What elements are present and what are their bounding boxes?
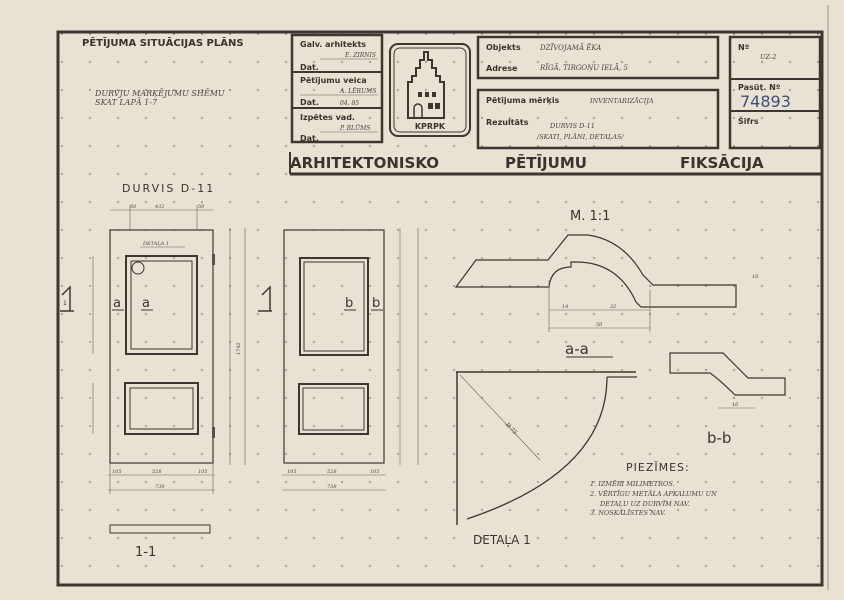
signoff-block: Galv. arhitekts E. ZIRNIS Dat. Pētījumu …	[290, 33, 384, 144]
dimension: 105	[112, 469, 122, 475]
section-1-1-label: 1-1	[135, 545, 156, 560]
dimension: 18	[752, 274, 758, 280]
address-label: Adrese	[486, 64, 518, 73]
dimension: 14	[562, 304, 568, 310]
date-label: Dat.	[300, 98, 319, 107]
chief-architect-label: Galv. arhitekts	[300, 40, 366, 49]
order-value: 74893	[740, 92, 791, 111]
dimension: 50	[198, 204, 205, 210]
dimension: 50	[130, 204, 137, 210]
note-line: 2. VĒRTĪGU METĀLA APKALUMU UN	[589, 489, 717, 498]
results-label: Rezultāts	[486, 118, 529, 127]
dimension: 738	[327, 484, 337, 490]
dimension: 1742	[236, 342, 242, 355]
detail-1-label: DETAĻA 1	[473, 533, 531, 547]
section-mark-a-left: a	[113, 296, 121, 311]
cipher-label: Šifrs	[738, 115, 759, 126]
detail-callout: DETAĻA 1	[142, 241, 169, 247]
dimension: 32	[610, 304, 616, 310]
section-mark-a-right: a	[142, 296, 150, 311]
date-value: 04. 85	[340, 100, 359, 107]
researcher-value: A. LĒRUMS	[339, 88, 376, 95]
door-elevation-2: 105 528 105 738 b b	[258, 228, 419, 491]
object-value: DZĪVOJAMĀ ĒKA	[539, 43, 601, 52]
logo-text: KPRPK	[415, 122, 446, 131]
number-label: Nº	[738, 43, 750, 52]
section-bb-profile	[669, 352, 786, 396]
researcher-label: Pētījumu veica	[300, 76, 367, 85]
situation-plan-title: PĒTĪJUMA SITUĀCIJAS PLĀNS	[82, 36, 244, 49]
object-label: Objekts	[486, 43, 521, 52]
date-label: Dat.	[300, 134, 319, 143]
notes-block: PIEZĪMES: 1. IZMĒRI MILIMETROS. 2. VĒRTĪ…	[589, 461, 717, 517]
dot-grid	[58, 32, 822, 585]
situation-note-2: SKAT LAPĀ 1-7	[95, 98, 158, 107]
notes-title: PIEZĪMES:	[626, 461, 690, 474]
dimension: 105	[287, 469, 297, 475]
section-mark-b-left: b	[345, 296, 353, 311]
section-1-1-drawing	[109, 524, 211, 534]
chief-architect-value: E. ZIRNIS	[344, 52, 376, 59]
purpose-value: INVENTARIZĀCIJA	[589, 96, 654, 105]
date-label: Dat.	[300, 63, 319, 72]
situation-note-1: DURVJU MARĶĒJUMU SHĒMU	[94, 89, 225, 98]
section-cut-1-marker	[258, 285, 272, 312]
results-value-2: /SKATI, PLĀNI, DETAĻAS/	[536, 132, 624, 141]
registry-block: Nº UZ-2 Pasūt. Nº 74893 Šifrs	[728, 35, 822, 150]
section-aa-profile	[454, 234, 737, 308]
purpose-label: Pētījuma mērķis	[486, 96, 560, 105]
dimension: 50	[596, 322, 603, 328]
supervisor-label: Izpētes vad.	[300, 113, 355, 122]
kprpk-logo: KPRPK	[389, 43, 471, 137]
sheet-frame	[56, 30, 824, 587]
note-line: DETAĻU UZ DURVĪM NAV.	[599, 499, 690, 508]
number-value: UZ-2	[760, 53, 776, 61]
section-aa-label: a-a	[565, 340, 589, 358]
door-title: DURVIS D-11	[122, 182, 215, 195]
section-mark-b-right: b	[372, 296, 380, 311]
address-value: RĪGĀ, TIRGOŅU IELĀ, 5	[539, 63, 628, 72]
band-title-3: FIKSĀCIJA	[680, 152, 764, 172]
dimension: 528	[327, 469, 337, 475]
dimension: 16	[732, 402, 739, 408]
band-title-1: ARHITEKTONISKO	[290, 154, 439, 172]
results-value-1: DURVIS D-11	[549, 122, 595, 130]
dimension: 105	[198, 469, 208, 475]
door-elevation-1: DURVIS D-11 DETAĻA 1 50 432 50 105 528 1…	[60, 182, 246, 494]
note-line: 1. IZMĒRI MILIMETROS.	[590, 479, 675, 488]
purpose-box	[476, 88, 720, 150]
section-bb-label: b-b	[707, 429, 731, 447]
section-mark-1: 1	[63, 300, 67, 307]
object-box	[476, 35, 720, 80]
supervisor-value: P. BLŪMS	[339, 125, 370, 132]
scale-label: M. 1:1	[570, 209, 610, 224]
order-label: Pasūt. Nº	[738, 83, 781, 92]
dimension: 432	[154, 204, 165, 210]
dimension: 738	[155, 484, 165, 490]
dimension: 105	[370, 469, 380, 475]
section-cut-1-marker	[60, 285, 74, 312]
band-title-2: PĒTĪJUMU	[505, 152, 587, 172]
note-line: 3. NOSKALĪSTES NAV.	[590, 508, 666, 517]
dimension: 528	[152, 469, 162, 475]
